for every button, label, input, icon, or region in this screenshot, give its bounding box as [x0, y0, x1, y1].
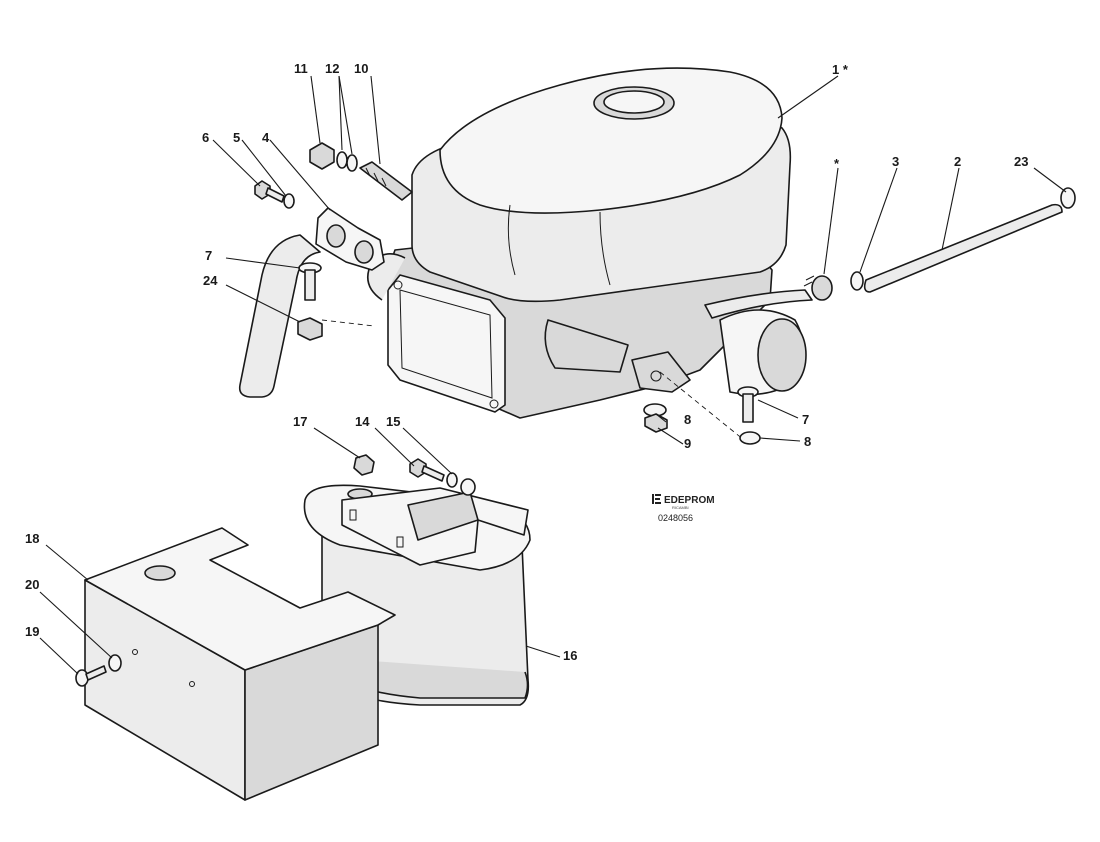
heat-shield-part-18: [84, 527, 396, 801]
washer-part-12a: [336, 151, 348, 169]
bolt-part-14: [409, 458, 445, 482]
fuel-clamp-star: [803, 275, 833, 301]
bolt-bracket-right: [460, 478, 476, 496]
callout-14: 14: [355, 414, 370, 429]
callout-6: 6: [202, 130, 209, 145]
callout-8-left: 8: [684, 412, 691, 427]
callout-17: 17: [293, 414, 307, 429]
callout-11: 11: [294, 61, 308, 76]
nut-part-24: [297, 317, 323, 341]
callout-23: 23: [1014, 154, 1028, 169]
callout-7-right: 7: [802, 412, 809, 427]
gasket-part-4: [315, 207, 385, 271]
drawing-code: 0248056: [658, 513, 693, 523]
nut-part-11: [309, 142, 335, 170]
bracket-plate: [341, 487, 529, 566]
callout-18: 18: [25, 531, 39, 546]
callout-8-right: 8: [804, 434, 811, 449]
callout-7-left: 7: [205, 248, 212, 263]
callout-19: 19: [25, 624, 39, 639]
washer-part-8b: [739, 431, 761, 445]
callout-15: 15: [386, 414, 400, 429]
washer-part-15: [446, 472, 458, 488]
clip-part-23: [1060, 187, 1076, 209]
brand-logo-icon: [652, 494, 661, 504]
callout-5: 5: [233, 130, 240, 145]
callout-2: 2: [954, 154, 961, 169]
clip-part-3: [850, 271, 864, 291]
brand-name: EDEPROM: [664, 495, 715, 506]
nut-part-17: [353, 454, 375, 476]
washer-part-12b: [346, 154, 358, 172]
callout-12: 12: [325, 61, 339, 76]
nut-part-9: [644, 413, 668, 433]
brand-tagline: RICAMBI: [672, 505, 689, 510]
engine-assembly: [366, 67, 813, 419]
washer-part-20: [108, 654, 122, 672]
callout-1: 1 *: [832, 62, 849, 77]
stud-part-10: [359, 161, 413, 201]
callout-10: 10: [354, 61, 368, 76]
fuel-hose-part-2: [863, 203, 1063, 293]
bolt-part-6: [254, 180, 285, 203]
leader-lines: [39, 75, 1067, 675]
callout-4: 4: [262, 130, 270, 145]
callout-24: 24: [203, 273, 218, 288]
exhaust-pipe: [238, 234, 321, 398]
callout-star: *: [834, 156, 840, 171]
brand-stamp: EDEPROM RICAMBI 0248056: [652, 494, 715, 523]
bolt-part-19: [75, 665, 107, 687]
callout-16: 16: [563, 648, 577, 663]
callout-3: 3: [892, 154, 899, 169]
bolt-part-7b: [737, 386, 759, 423]
bolt-part-7a: [298, 262, 322, 301]
callout-9: 9: [684, 436, 691, 451]
washer-part-5: [283, 193, 295, 209]
callout-20: 20: [25, 577, 39, 592]
